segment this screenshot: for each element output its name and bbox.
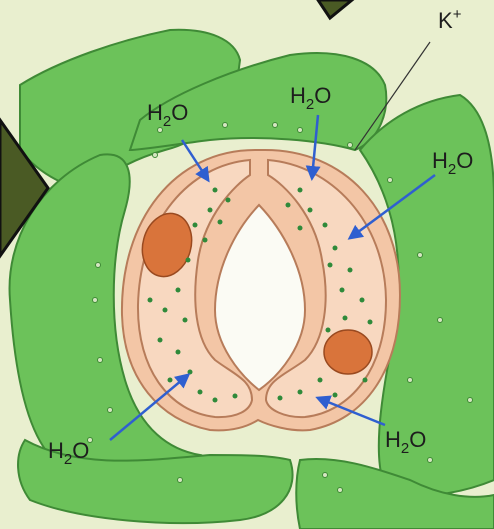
nucleus-right [324,330,372,374]
